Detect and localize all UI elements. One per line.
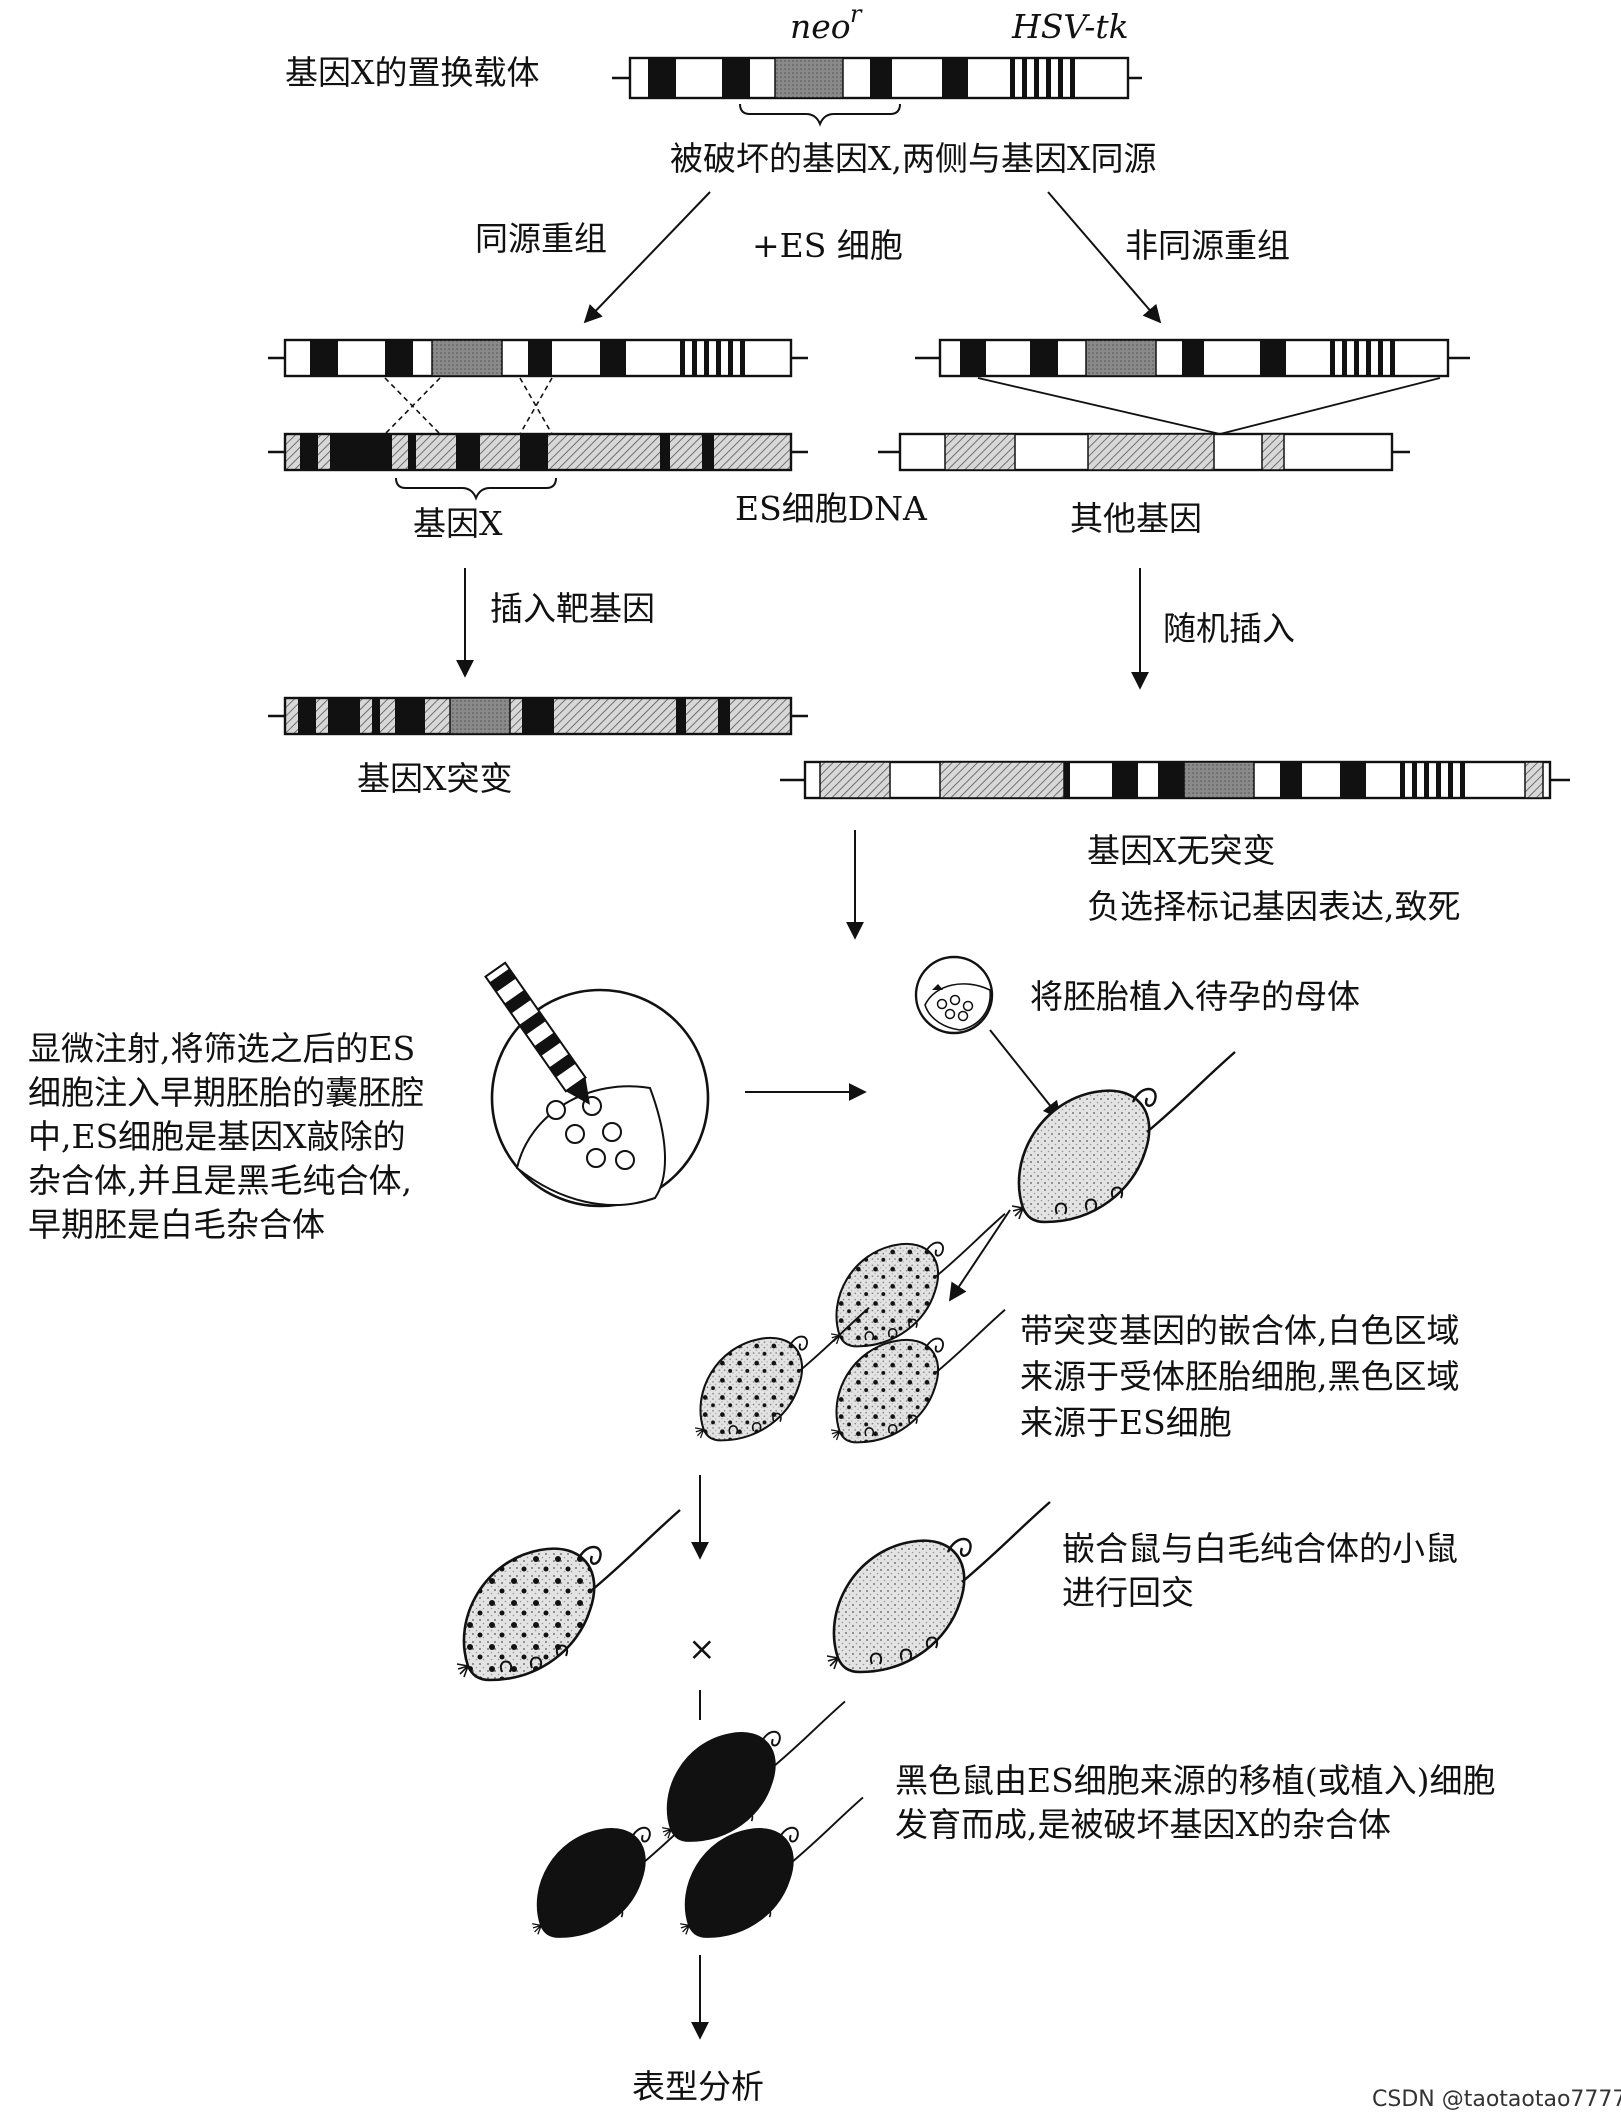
mutant-label: 基因X突变 bbox=[357, 759, 513, 798]
microinjection-text: 显微注射,将筛选之后的ES 细胞注入早期胚胎的囊胚腔 中,ES细胞是基因X敲除的… bbox=[28, 1029, 424, 1244]
random-insert-label: 随机插入 bbox=[1163, 609, 1295, 648]
es-dna-label: ES细胞DNA bbox=[735, 489, 928, 528]
random-insert-chromosome bbox=[780, 760, 1570, 800]
gene-x-label: 基因X bbox=[413, 504, 503, 543]
neo-superscript: r bbox=[850, 0, 863, 28]
backcross-text: 嵌合鼠与白毛纯合体的小鼠 进行回交 bbox=[1062, 1529, 1458, 1612]
homologous-label: 同源重组 bbox=[475, 219, 607, 258]
neo-label: neo bbox=[790, 7, 851, 46]
vector-label: 基因X的置换载体 bbox=[285, 53, 540, 92]
microinjection-line-3: 中,ES细胞是基因X敲除的 bbox=[28, 1117, 406, 1156]
left-vector bbox=[268, 338, 808, 378]
insertion-lines bbox=[977, 377, 1441, 435]
backcross-line-2: 进行回交 bbox=[1062, 1573, 1194, 1612]
backcross-line-1: 嵌合鼠与白毛纯合体的小鼠 bbox=[1062, 1529, 1458, 1568]
phenotype-label: 表型分析 bbox=[632, 2067, 764, 2106]
chimera-parent-mouse bbox=[455, 1508, 682, 1682]
mutant-gene-chromosome bbox=[268, 696, 808, 736]
microinjection-illustration bbox=[484, 961, 710, 1208]
lethal-label: 负选择标记基因表达,致死 bbox=[1087, 887, 1461, 926]
microinjection-line-5: 早期胚是白毛杂合体 bbox=[28, 1205, 325, 1244]
black-mouse-text: 黑色鼠由ES细胞来源的移植(或植入)细胞 发育而成,是被破坏基因X的杂合体 bbox=[895, 1761, 1495, 1844]
microinjection-line-1: 显微注射,将筛选之后的ES bbox=[28, 1029, 415, 1068]
microinjection-line-4: 杂合体,并且是黑毛纯合体, bbox=[28, 1161, 412, 1200]
injection-needle bbox=[484, 961, 590, 1105]
disrupted-gene-label: 被破坏的基因X,两侧与基因X同源 bbox=[670, 139, 1156, 178]
foster-mother-mouse bbox=[1010, 1050, 1237, 1224]
other-gene-label: 其他基因 bbox=[1070, 499, 1202, 538]
hsv-tk-label: HSV-tk bbox=[1011, 7, 1129, 46]
nonhomologous-label: 非同源重组 bbox=[1125, 226, 1290, 265]
embryo-small-circle bbox=[914, 955, 994, 1035]
black-mouse-line-2: 发育而成,是被破坏基因X的杂合体 bbox=[895, 1805, 1391, 1844]
arrow-homologous bbox=[583, 191, 711, 324]
black-mouse-line-1: 黑色鼠由ES细胞来源的移植(或植入)细胞 bbox=[895, 1761, 1495, 1800]
arrow-nonhomologous bbox=[1047, 191, 1162, 324]
chimera-mouse-1 bbox=[830, 1212, 1007, 1348]
microinjection-line-2: 细胞注入早期胚胎的囊胚腔 bbox=[28, 1073, 424, 1112]
implant-label: 将胚胎植入待孕的母体 bbox=[1030, 977, 1360, 1016]
white-parent-mouse bbox=[825, 1500, 1052, 1674]
arrow-to-chimeras bbox=[949, 1209, 1011, 1302]
es-gene-x-chromosome bbox=[268, 432, 808, 501]
crossover-lines bbox=[384, 377, 553, 435]
chimera-text: 带突变基因的嵌合体,白色区域 来源于受体胚胎细胞,黑色区域 来源于ES细胞 bbox=[1020, 1311, 1460, 1442]
watermark: CSDN @taotaotao7777777 bbox=[1372, 2087, 1621, 2112]
hsv-tk-stripes bbox=[1010, 58, 1075, 98]
cross-symbol: × bbox=[688, 1629, 716, 1668]
chimera-line-3: 来源于ES细胞 bbox=[1020, 1403, 1232, 1442]
right-vector bbox=[915, 338, 1470, 378]
chimera-line-1: 带突变基因的嵌合体,白色区域 bbox=[1020, 1311, 1460, 1350]
other-gene-chromosome bbox=[878, 432, 1410, 472]
arrow-to-mother bbox=[989, 1029, 1062, 1120]
es-cell-label: +ES 细胞 bbox=[752, 226, 903, 265]
chimera-line-2: 来源于受体胚胎细胞,黑色区域 bbox=[1020, 1357, 1460, 1396]
replacement-vector bbox=[612, 56, 1142, 127]
no-mutation-label: 基因X无突变 bbox=[1087, 831, 1276, 870]
insert-target-label: 插入靶基因 bbox=[490, 589, 655, 628]
